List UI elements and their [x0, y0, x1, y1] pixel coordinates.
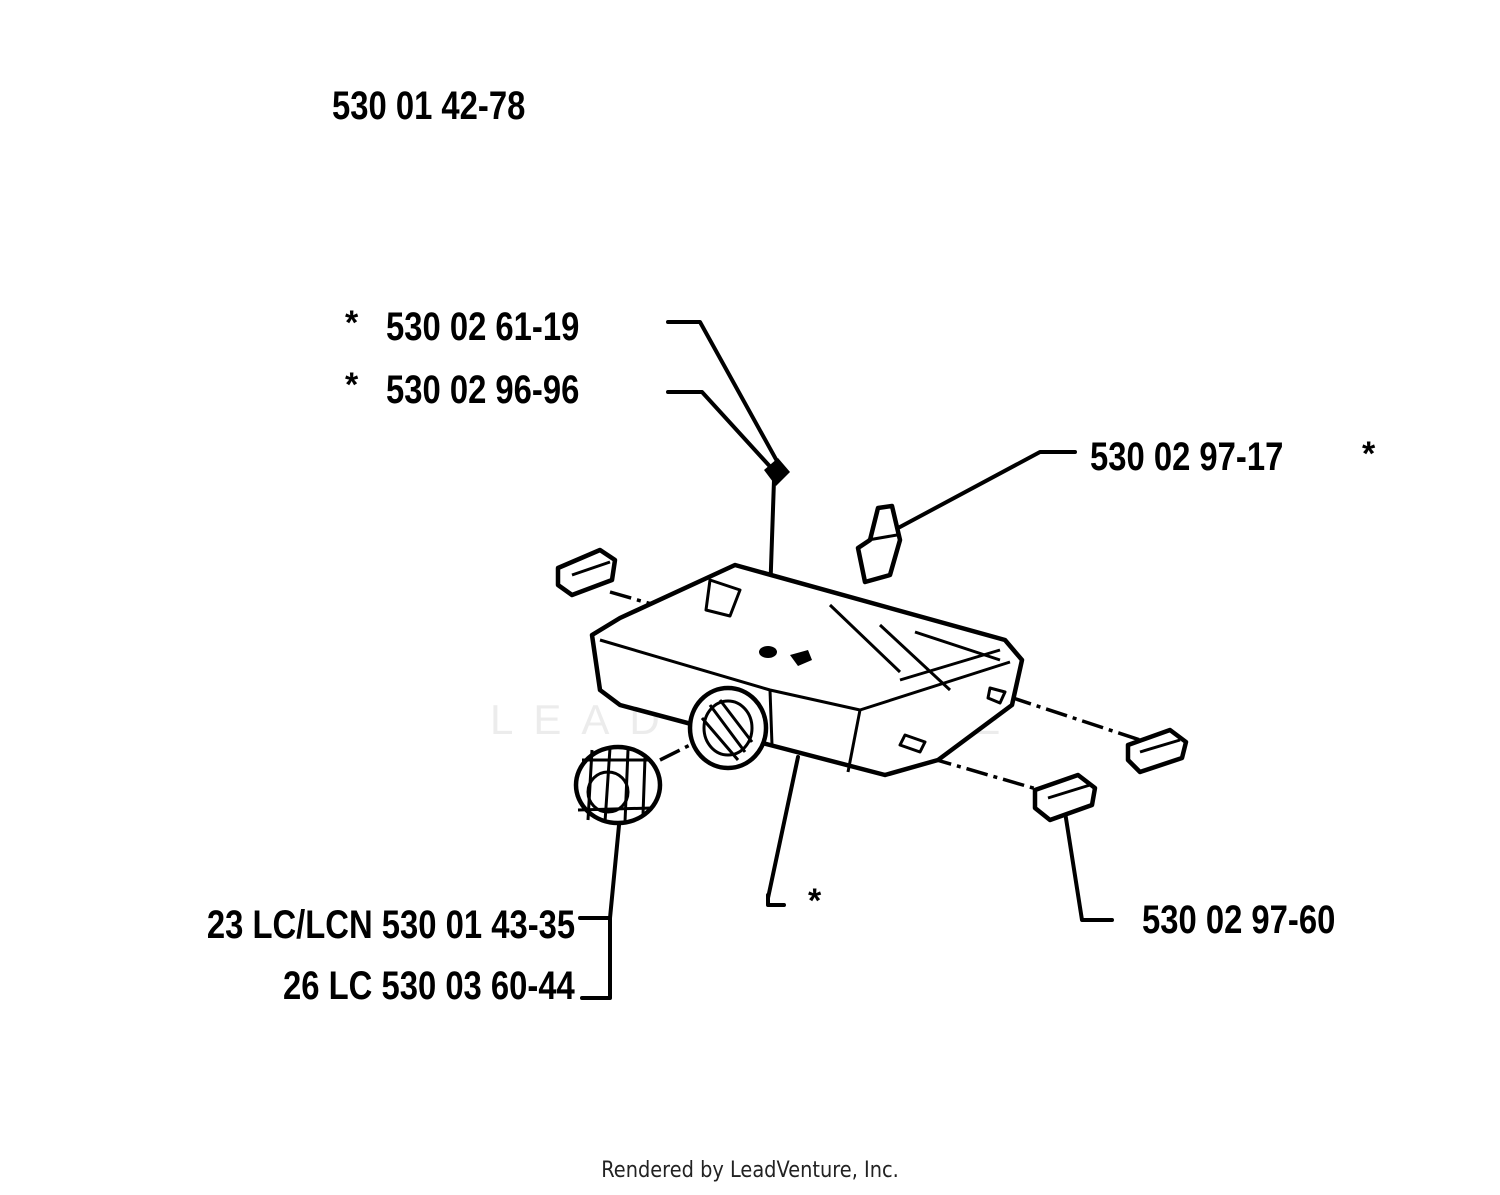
mount-line-cap [659, 738, 701, 762]
asterisk-vent-top: * [345, 304, 359, 342]
footer-credit: Rendered by LeadVenture, Inc. [601, 1158, 899, 1183]
tank-neck [687, 685, 769, 771]
grommet-bottom [1032, 772, 1098, 823]
leader-filter [883, 450, 1077, 537]
label-vent-bottom: 530 02 96-96 [386, 368, 580, 412]
leader-tank [766, 755, 800, 900]
asterisk-tank: * [808, 882, 822, 920]
label-vent-top: 530 02 61-19 [386, 305, 580, 349]
leader-lines [578, 320, 1114, 1000]
assembly-number: 530 01 42-78 [332, 84, 526, 128]
label-cap-23: 23 LC/LCN 530 01 43-35 [206, 903, 575, 947]
grommet-left [555, 547, 618, 598]
oil-tank [589, 562, 1025, 778]
label-cap-26: 26 LC 530 03 60-44 [283, 964, 575, 1008]
grommet-right [1125, 727, 1189, 775]
leader-cap [608, 813, 622, 920]
leader-vent-top [666, 320, 785, 474]
leader-cap-bracket [578, 916, 612, 1000]
label-grommet: 530 02 97-60 [1142, 898, 1336, 942]
leader-tank-end [766, 893, 786, 907]
oil-cap [573, 744, 663, 826]
asterisk-vent-bottom: * [345, 366, 359, 404]
leader-vent-bottom [666, 390, 777, 474]
oil-filter [855, 503, 903, 585]
label-filter: 530 02 97-17 [1090, 435, 1284, 479]
mount-line-bottom [929, 756, 1041, 792]
leader-grommet [1063, 810, 1114, 922]
vent-valve [764, 458, 790, 486]
mount-line-right [1009, 695, 1141, 742]
asterisk-filter: * [1362, 435, 1376, 473]
